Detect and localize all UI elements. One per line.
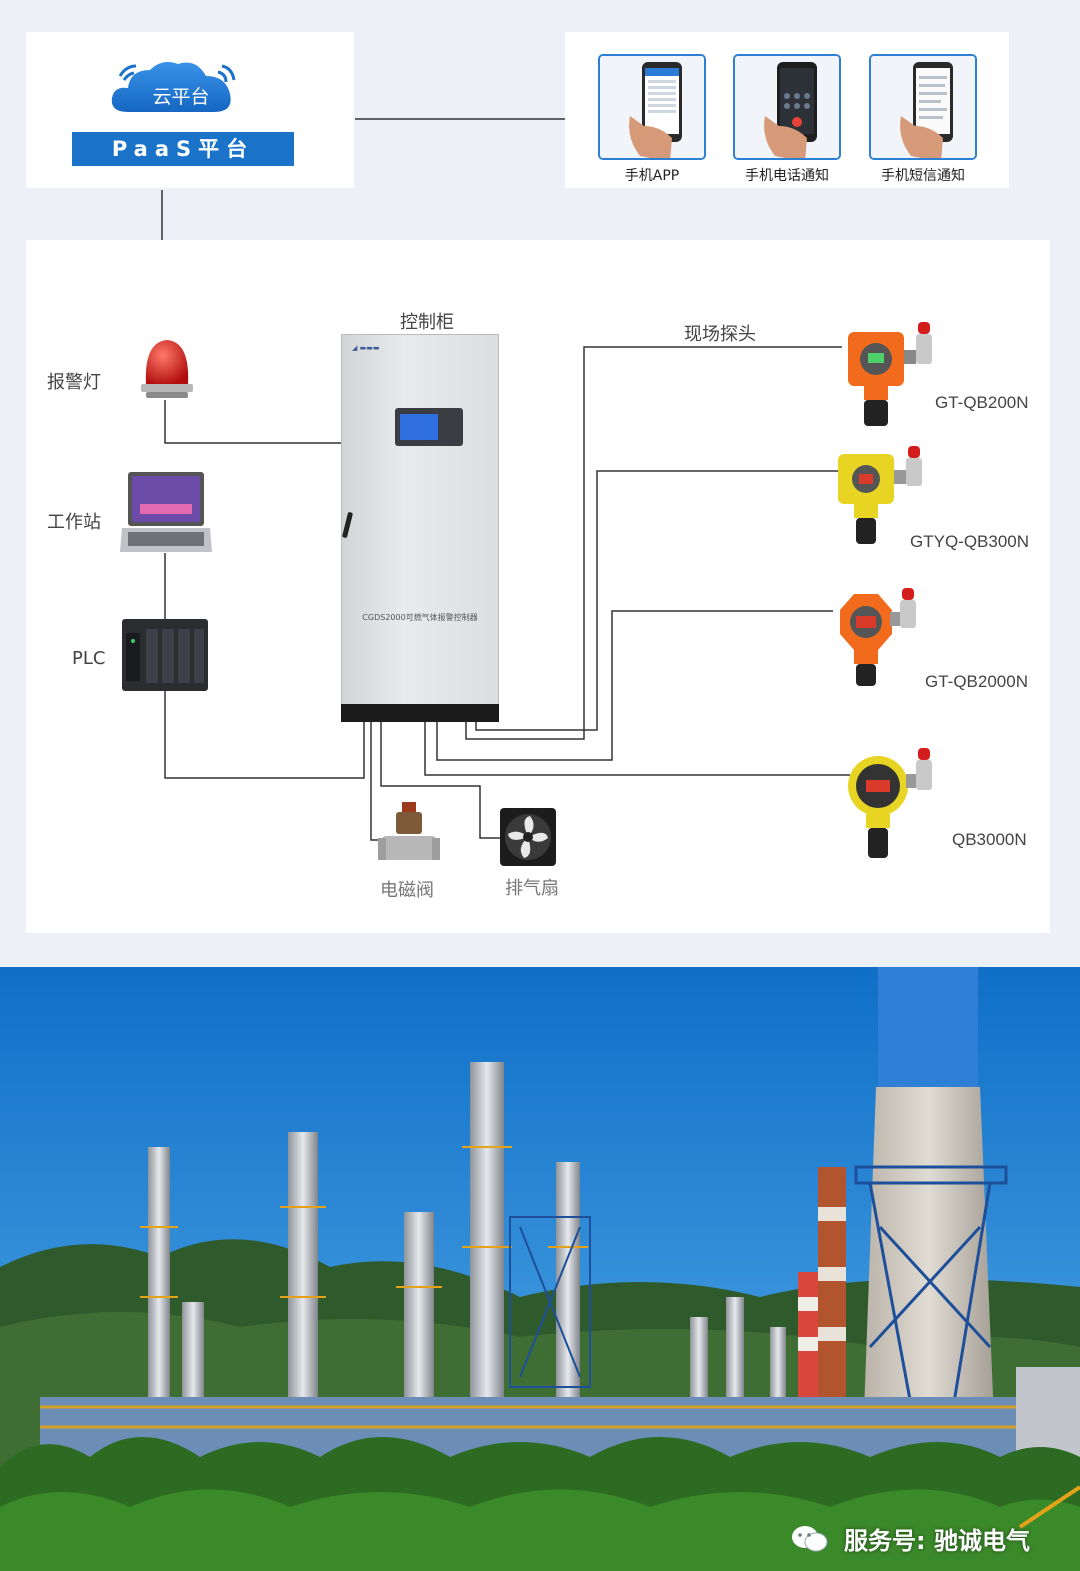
plc-label: PLC [72, 648, 106, 669]
probe-model-label: GT-QB2000N [925, 672, 1028, 691]
refinery-photo [0, 967, 1080, 1571]
alarm-light-label: 报警灯 [47, 372, 101, 393]
workstation-laptop-icon [120, 472, 212, 552]
workstation-label: 工作站 [47, 512, 101, 533]
phone-sms-icon [871, 56, 975, 158]
exhaust-fan-label: 排气扇 [505, 878, 559, 899]
plc-icon [122, 619, 208, 691]
phone-call-icon [735, 56, 839, 158]
probe-model-label: GT-QB200N [935, 393, 1029, 412]
watermark-text: 服务号: 驰诚电气 [844, 1527, 1030, 1555]
phone-call-label: 手机电话通知 [745, 168, 829, 184]
wiring-lines [164, 346, 850, 841]
phone-sms-label: 手机短信通知 [881, 168, 965, 184]
paas-platform-label: PaaS平台 [72, 132, 294, 166]
phone-app-icon [600, 56, 704, 158]
cloud-icon [111, 62, 236, 112]
solenoid-valve-label: 电磁阀 [380, 880, 434, 901]
probe-qb3000n-icon [848, 748, 932, 858]
probe-gt-qb2000n-icon [840, 588, 916, 686]
cabinet-screen [400, 414, 438, 440]
phone-app-card [598, 54, 706, 160]
cloud-platform-label: 云平台 [152, 86, 210, 108]
control-cabinet [341, 334, 499, 722]
probe-gt-qb200n-icon [848, 322, 932, 426]
phone-app-label: 手机APP [624, 168, 680, 184]
cabinet-logo-icon: ◢ ▬▬▬ [352, 344, 380, 352]
exhaust-fan-icon [500, 808, 556, 866]
top-connection-lines [161, 118, 565, 240]
wechat-icon [792, 1526, 828, 1552]
cabinet-title: 控制柜 [400, 312, 454, 333]
cabinet-base [341, 704, 499, 722]
cabinet-model-label: CGDS2000可燃气体报警控制器 [362, 613, 478, 622]
probes-title: 现场探头 [684, 324, 756, 345]
solenoid-valve-icon [378, 802, 440, 860]
probe-model-label: GTYQ-QB300N [910, 532, 1030, 551]
phone-sms-card [869, 54, 977, 160]
probe-model-label: QB3000N [952, 830, 1027, 849]
phone-call-card [733, 54, 841, 160]
alarm-light-icon [141, 340, 193, 398]
probe-gtyq-qb300n-icon [838, 446, 922, 544]
